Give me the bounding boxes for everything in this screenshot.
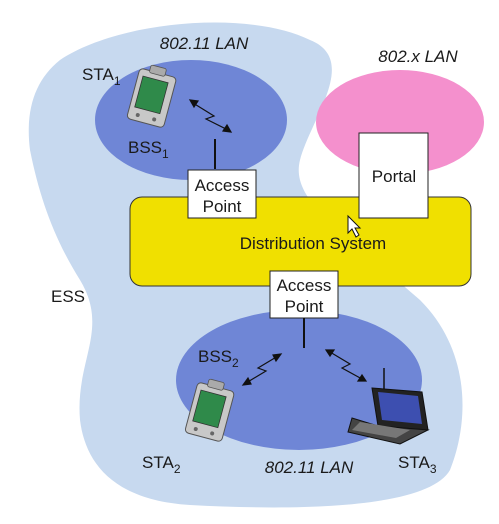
wireless-link-1 bbox=[188, 99, 233, 133]
cursor-icon bbox=[347, 214, 362, 238]
bss1-ellipse bbox=[95, 60, 287, 180]
distribution-system-label: Distribution System bbox=[240, 234, 386, 253]
ap1-label-line1: Access bbox=[195, 176, 250, 195]
pda-icon bbox=[126, 64, 177, 128]
laptop-icon bbox=[347, 368, 430, 445]
bss1-label: BSS1 bbox=[128, 138, 169, 161]
ap2-label-line1: Access bbox=[277, 276, 332, 295]
sta2-label: STA2 bbox=[142, 453, 181, 476]
bss2-label: BSS2 bbox=[198, 347, 239, 370]
sta1-label: STA1 bbox=[82, 65, 121, 88]
wireless-link-3 bbox=[324, 349, 368, 382]
sta3-label: STA3 bbox=[398, 453, 437, 476]
ap2-label-line2: Point bbox=[285, 297, 324, 316]
lan-bottom-label: 802.11 LAN bbox=[265, 458, 354, 477]
portal-label: Portal bbox=[372, 167, 416, 186]
wireless-link-2 bbox=[241, 353, 283, 386]
pda-icon bbox=[184, 378, 235, 442]
ess-label: ESS bbox=[51, 287, 85, 306]
portal-box bbox=[358, 132, 429, 219]
lanx-ellipse bbox=[316, 70, 484, 174]
bss2-ellipse bbox=[176, 310, 422, 450]
lan-top-label: 802.11 LAN bbox=[160, 34, 249, 53]
lanx-label: 802.x LAN bbox=[378, 47, 458, 66]
ap1-box bbox=[187, 169, 257, 219]
ap1-label-line2: Point bbox=[203, 197, 242, 216]
